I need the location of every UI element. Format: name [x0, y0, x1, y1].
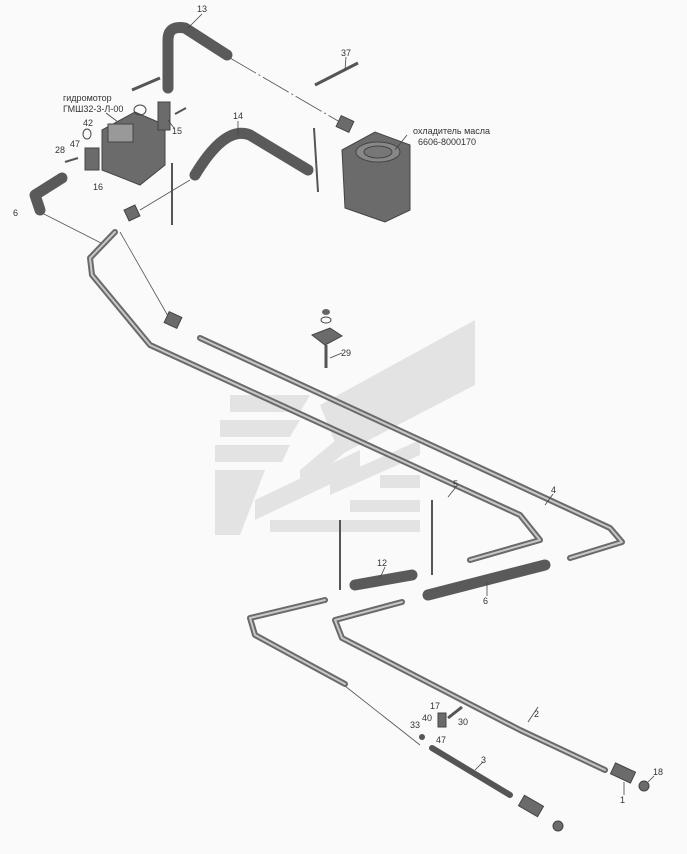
callout-6-lower: 6	[483, 596, 488, 606]
nut-33	[419, 734, 425, 740]
clamp-29	[310, 309, 343, 368]
cooler-name-label: охладитель масла	[413, 126, 490, 136]
tie	[313, 127, 319, 193]
fitting-1	[609, 762, 637, 784]
callout-29: 29	[341, 348, 351, 358]
assembly-line	[344, 685, 421, 746]
cooler-code-label: 6606-8000170	[418, 137, 476, 147]
bolt	[131, 76, 161, 92]
callout-33: 33	[410, 720, 420, 730]
callout-37: 37	[341, 48, 351, 58]
tube-5	[87, 229, 543, 563]
oil-cooler	[341, 131, 411, 223]
nut-18	[638, 780, 650, 792]
callout-2: 2	[534, 709, 539, 719]
callout-42: 42	[83, 118, 93, 128]
assembly-line	[119, 231, 169, 317]
hose-13	[162, 22, 233, 94]
fitting	[517, 794, 545, 818]
clamp	[123, 204, 141, 222]
hose-6-lower	[422, 559, 551, 601]
assembly-line	[229, 57, 346, 126]
callout-6: 6	[13, 208, 18, 218]
bolt-30	[447, 705, 463, 720]
callout-12: 12	[377, 558, 387, 568]
hose-12	[349, 569, 418, 591]
assembly-line	[39, 211, 106, 246]
callout-30: 30	[458, 717, 468, 727]
leader-lines	[105, 13, 655, 795]
callout-4: 4	[551, 485, 556, 495]
callout-16: 16	[93, 182, 103, 192]
clamp	[335, 114, 355, 134]
watermark-logo	[215, 320, 475, 535]
hose-3	[429, 745, 513, 798]
tube-lower-left	[247, 597, 348, 687]
assembly-line	[139, 179, 191, 211]
hydraulic-motor	[64, 101, 187, 186]
callout-15: 15	[172, 126, 182, 136]
callout-47: 47	[70, 139, 80, 149]
bolt-37	[314, 61, 359, 87]
bracket-17	[437, 712, 447, 728]
callout-40: 40	[422, 713, 432, 723]
callout-1: 1	[620, 795, 625, 805]
nut	[552, 820, 564, 832]
tube-2	[332, 599, 608, 773]
callout-47-lower: 47	[436, 735, 446, 745]
motor-name-label: гидромотор	[63, 93, 112, 103]
hose-14	[189, 128, 314, 181]
callout-14: 14	[233, 111, 243, 121]
motor-code-label: ГМШ32-3-Л-00	[63, 104, 123, 114]
callout-28: 28	[55, 145, 65, 155]
callout-18: 18	[653, 767, 663, 777]
callout-3: 3	[481, 755, 486, 765]
hose-6	[29, 172, 68, 216]
callout-5: 5	[453, 479, 458, 489]
callout-17: 17	[430, 701, 440, 711]
fitting	[163, 310, 183, 330]
callout-13: 13	[197, 4, 207, 14]
